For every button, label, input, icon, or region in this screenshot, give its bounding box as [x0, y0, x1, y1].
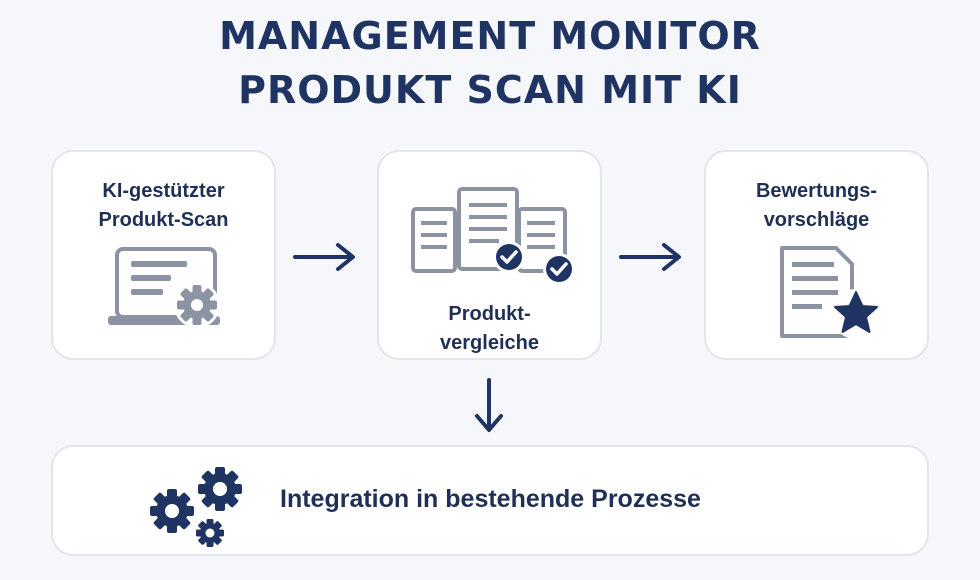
integration-label: Integration in bestehende Prozesse — [280, 485, 701, 513]
documents-checkmark-icon — [411, 187, 575, 285]
card-produktvergleiche-line-2: vergleiche — [440, 332, 539, 354]
card-produktvergleiche-line-1: Produkt- — [448, 303, 531, 325]
card-ki-produkt-scan-line-1: KI-gestützter — [102, 180, 225, 202]
card-bewertungsvorschlaege-line-1: Bewertungs- — [755, 180, 878, 202]
card-bewertungsvorschlaege-label: Bewertungs- vorschläge — [706, 177, 927, 235]
document-star-icon — [780, 246, 881, 339]
card-produktvergleiche-label: Produkt- vergleiche — [379, 300, 600, 358]
card-ki-produkt-scan: KI-gestützter Produkt-Scan — [51, 150, 276, 360]
title-line-1: MANAGEMENT MONITOR — [219, 14, 761, 58]
title-line-2: PRODUKT SCAN MIT KI — [238, 68, 742, 112]
arrow-right-icon — [293, 243, 355, 271]
card-bewertungsvorschlaege: Bewertungs- vorschläge — [704, 150, 929, 360]
card-produktvergleiche: Produkt- vergleiche — [377, 150, 602, 360]
arrow-down-icon — [475, 378, 503, 432]
gears-icon — [150, 467, 242, 547]
arrow-right-icon — [619, 243, 681, 271]
card-bewertungsvorschlaege-line-2: vorschläge — [763, 209, 870, 231]
integration-bar: Integration in bestehende Prozesse — [51, 445, 929, 556]
card-ki-produkt-scan-label: KI-gestützter Produkt-Scan — [53, 177, 274, 235]
laptop-gear-icon — [108, 247, 220, 328]
card-ki-produkt-scan-line-2: Produkt-Scan — [98, 209, 229, 231]
